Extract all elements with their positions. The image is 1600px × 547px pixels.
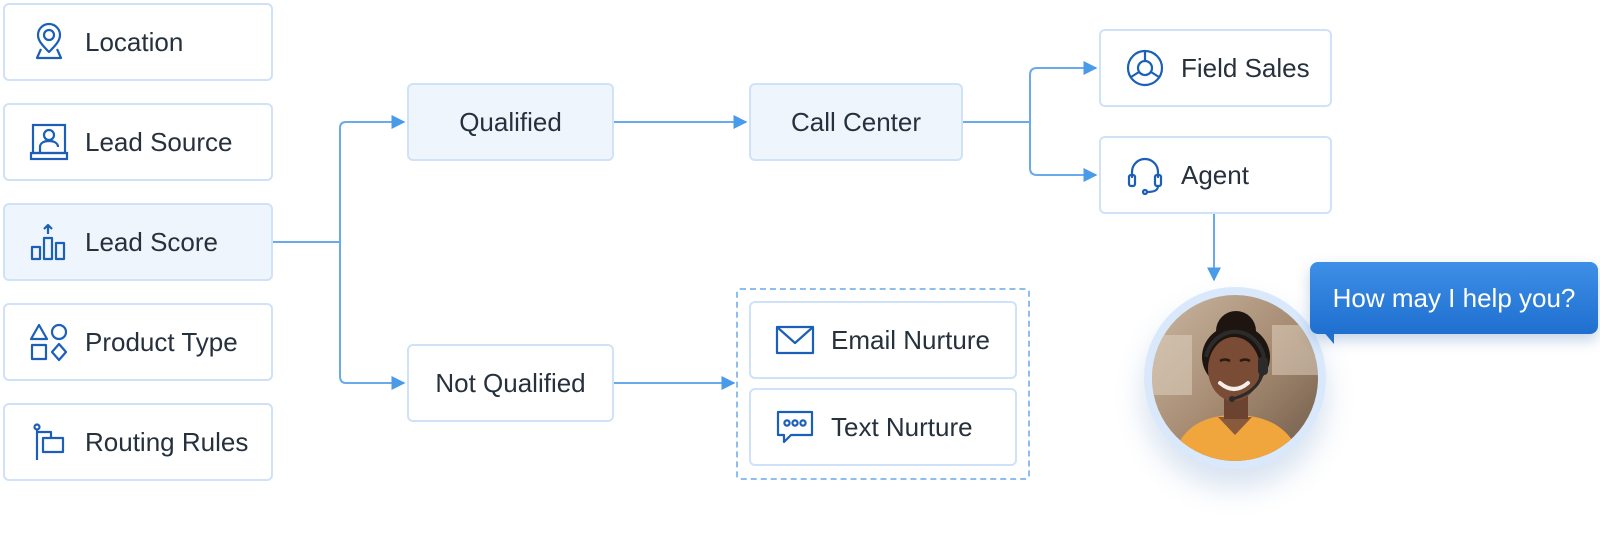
connector-to-field-sales xyxy=(1029,61,1098,122)
nurture-group xyxy=(736,288,1030,480)
criteria-label: Location xyxy=(85,26,184,57)
location-pin-icon xyxy=(29,22,69,62)
shapes-icon xyxy=(29,322,69,362)
bar-chart-icon xyxy=(29,222,69,262)
lead-source-icon xyxy=(29,122,69,162)
branch-not-qualified: Not Qualified xyxy=(407,344,614,422)
destination-field-sales: Field Sales xyxy=(1099,29,1332,107)
chat-dots-icon xyxy=(775,407,815,447)
destination-label: Agent xyxy=(1181,159,1249,190)
chat-speech-bubble: How may I help you? xyxy=(1310,262,1598,334)
call-center-label: Call Center xyxy=(790,106,922,137)
call-center-node: Call Center xyxy=(749,83,963,161)
agent-avatar xyxy=(1144,287,1326,469)
branch-label: Qualified xyxy=(459,106,562,137)
envelope-icon xyxy=(775,320,815,360)
destination-agent: Agent xyxy=(1099,136,1332,214)
nurture-email: Email Nurture xyxy=(749,301,1017,379)
criteria-label: Lead Score xyxy=(85,226,218,257)
criteria-product-type: Product Type xyxy=(3,303,273,381)
field-sales-icon xyxy=(1125,48,1165,88)
criteria-lead-score: Lead Score xyxy=(3,203,273,281)
criteria-label: Product Type xyxy=(85,326,238,357)
branch-label: Not Qualified xyxy=(435,367,586,398)
connector-to-agent xyxy=(1029,122,1098,182)
nurture-label: Text Nurture xyxy=(831,411,973,442)
chat-bubble-text: How may I help you? xyxy=(1332,282,1576,313)
speech-bubble-tail xyxy=(1322,330,1334,344)
connector-to-qualified xyxy=(339,115,406,242)
criteria-routing-rules: Routing Rules xyxy=(3,403,273,481)
connector-to-not-qualified xyxy=(339,242,406,390)
criteria-location: Location xyxy=(3,3,273,81)
criteria-label: Routing Rules xyxy=(85,426,249,457)
destination-label: Field Sales xyxy=(1181,52,1310,83)
branch-qualified: Qualified xyxy=(407,83,614,161)
criteria-lead-source: Lead Source xyxy=(3,103,273,181)
criteria-label: Lead Source xyxy=(85,126,233,157)
nurture-label: Email Nurture xyxy=(831,324,990,355)
flag-icon xyxy=(29,422,69,462)
headset-icon xyxy=(1125,155,1165,195)
nurture-text: Text Nurture xyxy=(749,388,1017,466)
agent-photo xyxy=(1152,295,1318,461)
